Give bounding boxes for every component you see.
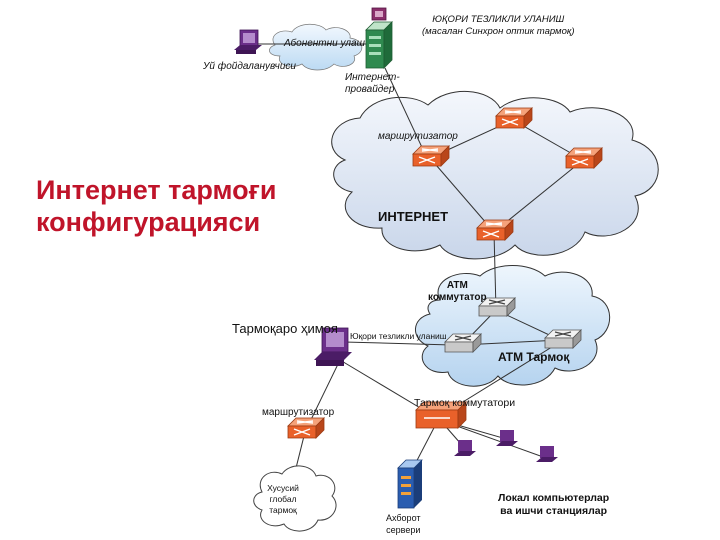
local-computer-icon (496, 430, 518, 446)
subscriber-cloud (269, 23, 363, 71)
provider-label: Интернет- провайдер (345, 72, 400, 95)
page-title: Интернет тармоғи конфигурацияси (36, 174, 276, 238)
router-icon (412, 145, 450, 167)
router-bottom-label: маршрутизатор (262, 407, 335, 418)
internet-cloud (331, 91, 659, 260)
firewall-computer-icon (314, 327, 352, 366)
network-switch-label: Тармоқ коммутатори (414, 397, 516, 409)
atm-switch-label: ATM коммутатор (428, 280, 487, 303)
router-icon (287, 417, 325, 439)
info-server-label: Ахборот сервери (386, 513, 421, 535)
router-top-label: маршрутизатор (378, 131, 458, 142)
atm-network-label: ATM Тармоқ (498, 350, 570, 364)
atm-cloud (415, 265, 611, 387)
high-speed-top-label: ЮҚОРИ ТЕЗЛИКЛИ УЛАНИШ (масалан Синхрон о… (422, 14, 575, 37)
local-computers-label: Локал компьютерлар ва ишчи станциялар (498, 492, 610, 517)
local-computer-icon (454, 440, 476, 456)
router-icon (495, 107, 533, 129)
home-user-label: Уй фойдаланувчиси (203, 61, 296, 72)
title-line-1: Интернет тармоғи (36, 175, 277, 205)
local-computer-icon (536, 446, 558, 462)
info-server-icon (397, 459, 423, 509)
internet-label: ИНТЕРНЕТ (378, 209, 449, 224)
router-icon (476, 219, 514, 241)
private-network-cloud (253, 465, 337, 532)
subscriber-connection-label: Абонентни улаш (284, 38, 365, 49)
private-network-label: Хусусий глобал тармоқ (267, 483, 299, 515)
home-computer-icon (234, 29, 262, 54)
high-speed-mid-label: Юқори тезликли уланиш (350, 331, 447, 341)
atm-switch-icon (444, 333, 482, 353)
firewall-label: Тармоқаро ҳимоя (232, 321, 338, 336)
title-line-2: конфигурацияси (36, 207, 261, 237)
router-icon (565, 147, 603, 169)
network-switch-icon (415, 401, 467, 429)
provider-server-icon (365, 7, 393, 69)
atm-switch-icon (544, 329, 582, 349)
